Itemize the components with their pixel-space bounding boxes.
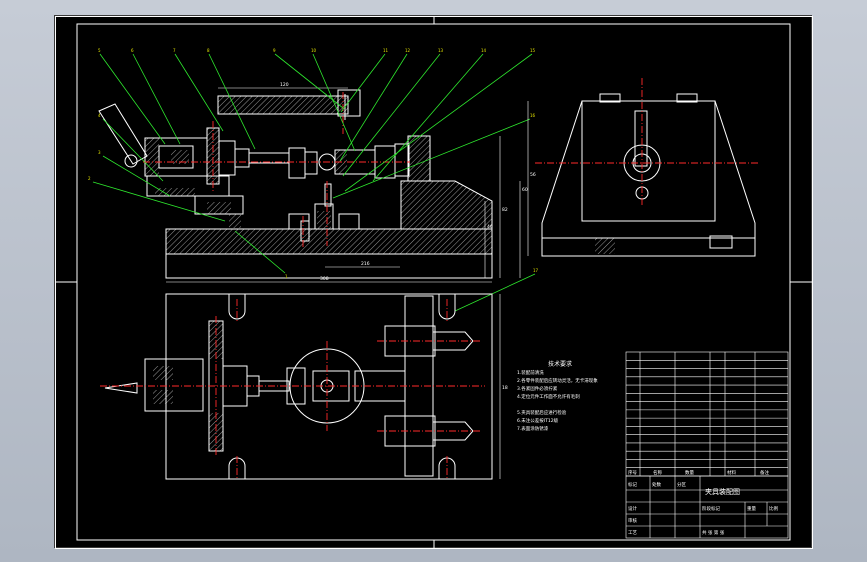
svg-text:分区: 分区 xyxy=(677,481,686,488)
notes-title: 技术要求 xyxy=(548,360,572,368)
svg-text:8: 8 xyxy=(207,48,210,53)
svg-text:7: 7 xyxy=(173,48,176,53)
svg-text:5: 5 xyxy=(98,48,101,53)
svg-text:18: 18 xyxy=(502,385,508,391)
front-view: 120 308 216 82 60 46 xyxy=(98,82,528,283)
svg-text:14: 14 xyxy=(481,48,487,53)
svg-text:13: 13 xyxy=(438,48,444,53)
svg-text:比例: 比例 xyxy=(769,505,778,512)
assembly-drawing: 120 308 216 82 60 46 5 6 7 8 9 10 xyxy=(55,16,813,549)
side-view: 56 xyxy=(527,78,760,257)
bom-header: 序号 xyxy=(628,469,637,476)
svg-text:4.定位元件工作面不允许有毛刺: 4.定位元件工作面不允许有毛刺 xyxy=(517,393,580,400)
svg-text:工艺: 工艺 xyxy=(628,530,637,536)
svg-text:设计: 设计 xyxy=(628,505,637,512)
svg-text:17: 17 xyxy=(533,268,539,273)
svg-text:16: 16 xyxy=(530,113,536,118)
svg-text:46: 46 xyxy=(487,224,493,230)
svg-text:10: 10 xyxy=(311,48,317,53)
svg-text:1: 1 xyxy=(285,274,288,279)
bom-header: 备注 xyxy=(760,469,769,476)
svg-text:82: 82 xyxy=(502,207,508,213)
bill-of-materials: 序号 名称 数量 材料 备注 xyxy=(625,351,789,477)
svg-text:11: 11 xyxy=(383,48,389,53)
svg-text:216: 216 xyxy=(361,261,370,267)
svg-text:3.各紧固件必须拧紧: 3.各紧固件必须拧紧 xyxy=(517,385,558,392)
svg-text:5.夹具装配后应进行检验: 5.夹具装配后应进行检验 xyxy=(517,409,567,416)
bom-header: 名称 xyxy=(653,469,662,476)
svg-text:15: 15 xyxy=(530,48,536,53)
svg-text:6.未注公差按IT12级: 6.未注公差按IT12级 xyxy=(517,417,559,424)
svg-text:56: 56 xyxy=(530,172,536,178)
svg-text:6: 6 xyxy=(131,48,134,53)
svg-text:9: 9 xyxy=(273,48,276,53)
drawing-title: 夹具装配图 xyxy=(705,487,740,496)
svg-text:3: 3 xyxy=(98,150,101,155)
svg-text:共 张 第 张: 共 张 第 张 xyxy=(702,529,725,536)
svg-text:308: 308 xyxy=(320,276,329,282)
svg-text:120: 120 xyxy=(280,82,289,88)
svg-text:1.装配前清洗: 1.装配前清洗 xyxy=(517,369,544,376)
svg-text:重量: 重量 xyxy=(747,505,756,512)
svg-text:处数: 处数 xyxy=(652,481,661,488)
bom-header: 数量 xyxy=(685,469,694,476)
title-block: 夹具装配图 标记 处数 分区 设计 审核 工艺 阶段标记 重量 比例 共 张 第… xyxy=(625,475,789,539)
svg-text:7.表面涂防锈漆: 7.表面涂防锈漆 xyxy=(517,425,549,432)
top-view: 18 xyxy=(100,293,508,480)
technical-notes: 技术要求 1.装配前清洗 2.各零件装配后应转动灵活，无卡滞现象 3.各紧固件必… xyxy=(517,360,598,432)
svg-text:2: 2 xyxy=(88,176,91,181)
svg-text:2.各零件装配后应转动灵活，无卡滞现象: 2.各零件装配后应转动灵活，无卡滞现象 xyxy=(517,377,598,384)
svg-text:4: 4 xyxy=(98,113,101,118)
svg-text:标记: 标记 xyxy=(628,481,637,488)
svg-text:60: 60 xyxy=(522,187,528,193)
svg-text:12: 12 xyxy=(405,48,411,53)
svg-text:审核: 审核 xyxy=(628,517,637,524)
svg-text:阶段标记: 阶段标记 xyxy=(702,505,720,512)
leader-lines: 5 6 7 8 9 10 11 12 13 14 15 16 4 3 2 1 1… xyxy=(88,48,539,312)
bom-header: 材料 xyxy=(727,469,736,476)
drawing-sheet: 120 308 216 82 60 46 5 6 7 8 9 10 xyxy=(54,15,813,549)
